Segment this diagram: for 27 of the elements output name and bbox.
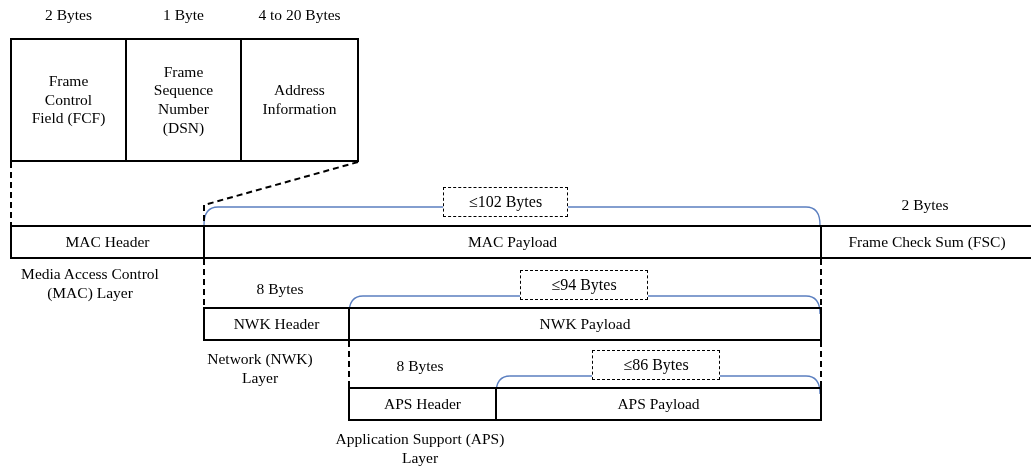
annotation-text: Media Access Control (MAC) Layer: [20, 264, 160, 303]
annotation-text: Network (NWK) Layer: [206, 349, 314, 388]
size-box: ≤94 Bytes: [520, 270, 648, 300]
annotation-text: Application Support (APS) Layer: [334, 429, 506, 468]
annotation-text: 4 to 20 Bytes: [257, 5, 342, 25]
header-cell: APS Header: [348, 387, 497, 421]
annotation-text: 8 Bytes: [395, 356, 445, 376]
field-cell: Frame Sequence Number (DSN): [125, 38, 242, 162]
annotation-text: 2 Bytes: [44, 5, 93, 25]
size-box: ≤86 Bytes: [592, 350, 720, 380]
header-cell: MAC Header: [10, 225, 205, 259]
header-cell: NWK Header: [203, 307, 350, 341]
size-box: ≤102 Bytes: [443, 187, 568, 217]
annotation-text: 1 Byte: [162, 5, 205, 25]
trailer-cell: Frame Check Sum (FSC): [820, 225, 1031, 259]
annotation-text: 2 Bytes: [900, 195, 950, 215]
payload-cell: APS Payload: [495, 387, 822, 421]
connector-line: [348, 340, 350, 388]
connector-line: [10, 161, 12, 226]
field-cell: Address Information: [240, 38, 359, 162]
field-cell: Frame Control Field (FCF): [10, 38, 127, 162]
connector-line: [820, 258, 822, 308]
payload-cell: MAC Payload: [203, 225, 822, 259]
payload-cell: NWK Payload: [348, 307, 822, 341]
annotation-text: 8 Bytes: [255, 279, 305, 299]
connector-line: [820, 340, 822, 388]
connector-line: [203, 258, 205, 308]
